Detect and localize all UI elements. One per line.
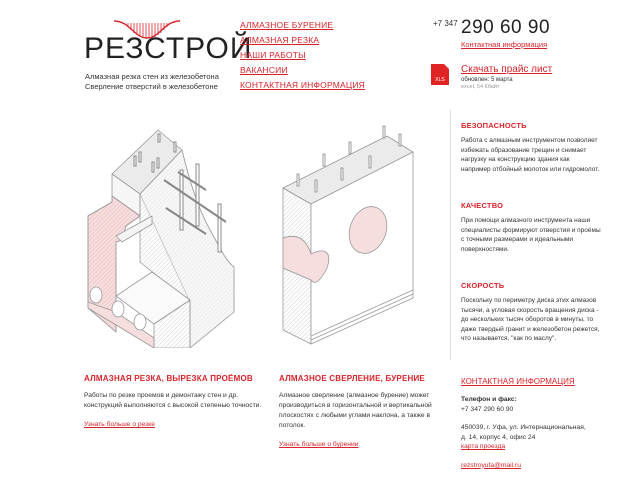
phone-prefix: +7 347 (433, 19, 458, 28)
contacts-title-link[interactable]: КОНТАКТНАЯ ИНФОРМАЦИЯ (461, 377, 575, 386)
address-line-1: 450039, г. Уфа, ул. Интернациональная, (461, 424, 586, 431)
address-line-2: д. 14, корпус 4, офис 24 (461, 433, 536, 441)
nav-item-contacts[interactable]: КОНТАКТНАЯ ИНФОРМАЦИЯ (240, 80, 366, 90)
nav-item-diamond-cutting[interactable]: АЛМАЗНАЯ РЕЗКА (240, 35, 320, 45)
map-link[interactable]: карта проезда (461, 443, 506, 450)
price-updated: обновлен: 5 марта (461, 77, 513, 83)
sidebar-divider (450, 110, 451, 360)
feature-quality: КАЧЕСТВО При помощи алмазного инструмент… (461, 201, 601, 254)
section-cutting-text: Работы по резке проемов и демонтажу стен… (84, 392, 262, 409)
tagline-line-1: Алмазная резка стен из железобетона (85, 72, 219, 81)
xls-icon-label: XLS (435, 77, 445, 83)
feature-quality-text: При помощи алмазного инструмента наши сп… (461, 217, 601, 253)
feature-safety-text: Работа с алмазным инструментом позволяет… (461, 137, 600, 173)
section-drilling-title: АЛМАЗНОЕ СВЕРЛЕНИЕ, БУРЕНИЕ (279, 374, 425, 383)
feature-speed: СКОРОСТЬ Поскольку по периметру диска эт… (461, 281, 601, 344)
section-diamond-drilling: АЛМАЗНОЕ СВЕРЛЕНИЕ, БУРЕНИЕ Алмазное све… (279, 374, 449, 451)
nav-item-our-works[interactable]: НАШИ РАБОТЫ (240, 50, 306, 60)
nav-item-diamond-drilling[interactable]: АЛМАЗНОЕ БУРЕНИЕ (240, 20, 334, 30)
feature-speed-text: Поскольку по периметру диска этих алмазо… (461, 297, 600, 342)
section-cutting-title: АЛМАЗНАЯ РЕЗКА, ВЫРЕЗКА ПРОЁМОВ (84, 374, 253, 383)
section-drilling-text: Алмазное сверление (алмазное бурение) мо… (279, 392, 432, 429)
tagline-line-2: Сверление отверстий в железобетоне (85, 82, 218, 91)
learn-more-cutting-link[interactable]: Узнать больше о резке (84, 421, 155, 428)
wall-cutting-illustration (87, 129, 235, 348)
xls-file-icon[interactable]: XLS (431, 64, 449, 85)
tagline: Алмазная резка стен из железобетона Свер… (85, 72, 219, 92)
feature-safety: БЕЗОПАСНОСТЬ Работа с алмазным инструмен… (461, 121, 601, 174)
section-diamond-cutting: АЛМАЗНАЯ РЕЗКА, ВЫРЕЗКА ПРОЁМОВ Работы п… (84, 374, 264, 431)
contact-info-link[interactable]: Контактная информация (461, 40, 548, 49)
email-link[interactable]: rezstroyufa@mail.ru (461, 461, 521, 469)
wall-drilling-illustration (282, 125, 414, 345)
contacts-block: Телефон и факс: +7 347 290 60 90 450039,… (461, 395, 586, 470)
feature-quality-title: КАЧЕСТВО (461, 201, 504, 210)
contacts-phone: +7 347 290 60 90 (461, 405, 514, 413)
phone-number: 290 60 90 (461, 17, 551, 38)
nav-item-vacancies[interactable]: ВАКАНСИИ (240, 65, 288, 75)
logo-wave-icon (113, 20, 181, 39)
feature-speed-title: СКОРОСТЬ (461, 281, 505, 290)
main-nav: АЛМАЗНОЕ БУРЕНИЕ АЛМАЗНАЯ РЕЗКА НАШИ РАБ… (240, 18, 365, 93)
phone-fax-label: Телефон и факс: (461, 396, 517, 403)
price-file-meta: excel, 54 Кбайт (461, 84, 500, 90)
learn-more-drilling-link[interactable]: Узнать больше о бурении (279, 441, 359, 448)
download-price-link[interactable]: Скачать прайс лист (461, 64, 553, 75)
logo-text[interactable]: РЕЗСТРОЙ (84, 32, 253, 65)
feature-safety-title: БЕЗОПАСНОСТЬ (461, 121, 527, 130)
